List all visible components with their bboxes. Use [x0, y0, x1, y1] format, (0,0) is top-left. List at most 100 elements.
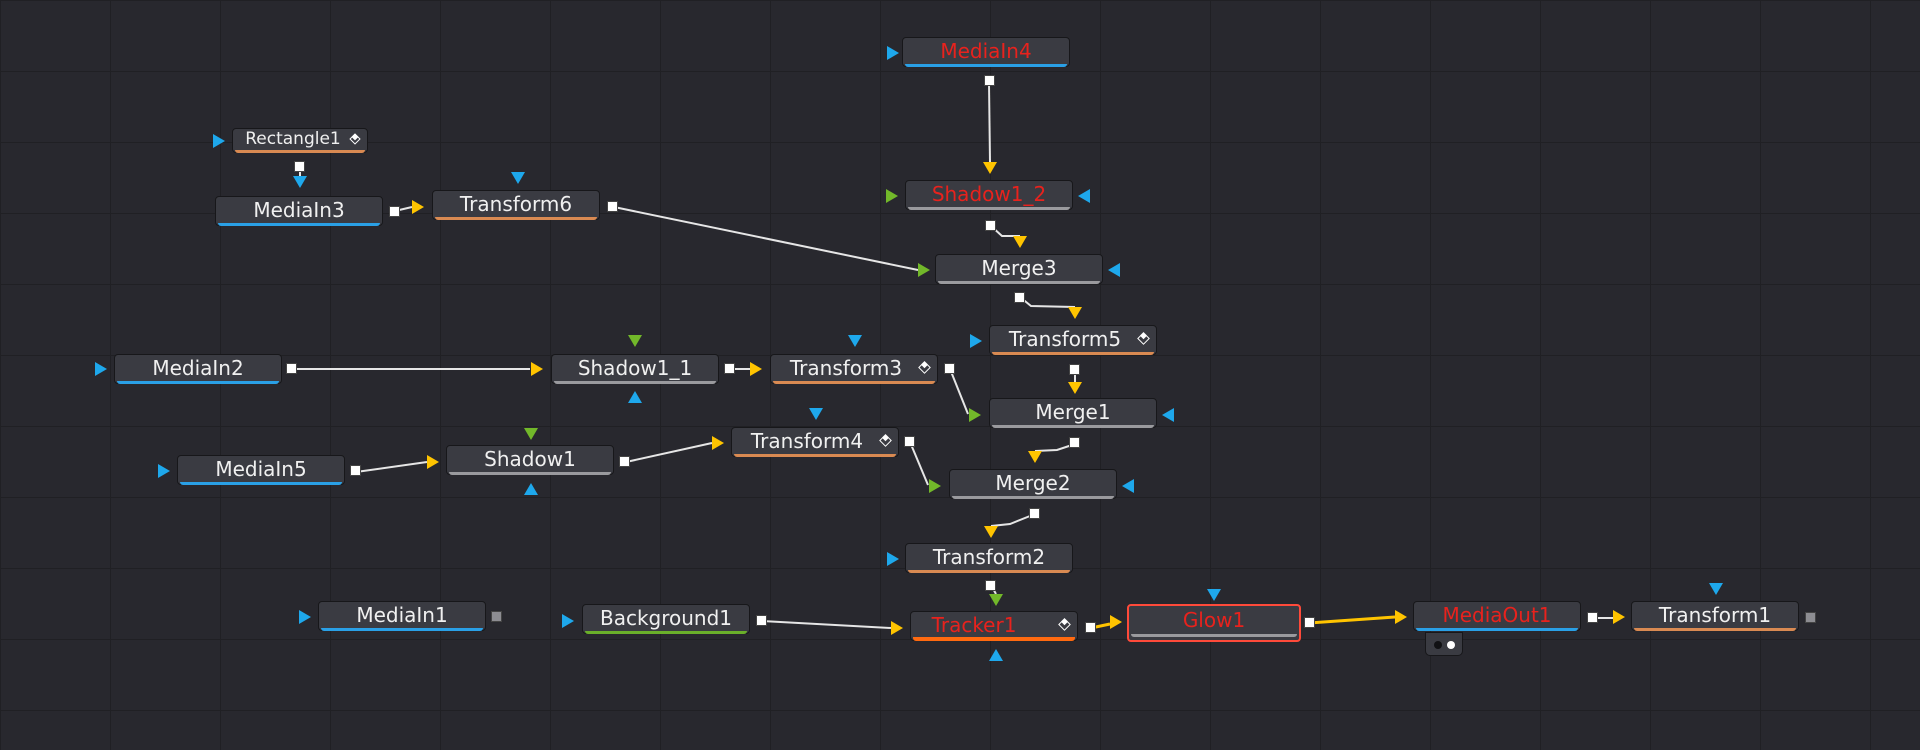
input-port-triangle[interactable]: [158, 464, 170, 478]
node-merge2[interactable]: Merge2: [949, 469, 1117, 499]
output-port[interactable]: [944, 363, 955, 374]
input-port-triangle[interactable]: [969, 408, 981, 422]
output-port[interactable]: [1069, 437, 1080, 448]
output-port[interactable]: [1587, 612, 1598, 623]
input-port-triangle[interactable]: [531, 362, 543, 376]
input-port-triangle[interactable]: [929, 479, 941, 493]
keyframe-icon[interactable]: [349, 133, 361, 145]
input-port-triangle[interactable]: [1395, 610, 1407, 624]
node-medialn3[interactable]: MediaIn3: [215, 196, 383, 226]
node-transform3[interactable]: Transform3: [770, 354, 938, 384]
output-port[interactable]: [607, 201, 618, 212]
node-medialn2[interactable]: MediaIn2: [114, 354, 282, 384]
output-port[interactable]: [756, 615, 767, 626]
viewer-dot-left-icon[interactable]: [1434, 641, 1442, 649]
output-port[interactable]: [724, 363, 735, 374]
node-rectangle1[interactable]: Rectangle1: [232, 128, 368, 153]
output-port[interactable]: [491, 611, 502, 622]
input-port-triangle[interactable]: [1078, 189, 1090, 203]
node-shadow1[interactable]: Shadow1: [446, 445, 614, 475]
node-shadow1_2[interactable]: Shadow1_2: [905, 180, 1073, 210]
node-medialn4[interactable]: MediaIn4: [902, 37, 1070, 67]
input-port-triangle[interactable]: [299, 610, 311, 624]
input-port-triangle[interactable]: [412, 200, 424, 214]
input-port-triangle[interactable]: [1110, 615, 1122, 629]
input-port-triangle[interactable]: [1068, 307, 1082, 319]
node-transform6[interactable]: Transform6: [432, 190, 600, 220]
input-port-triangle[interactable]: [1068, 382, 1082, 394]
output-port[interactable]: [389, 206, 400, 217]
input-port-triangle[interactable]: [989, 594, 1003, 606]
input-port-triangle[interactable]: [887, 46, 899, 60]
node-merge3[interactable]: Merge3: [935, 254, 1103, 284]
input-port-triangle[interactable]: [983, 162, 997, 174]
input-port-triangle[interactable]: [712, 436, 724, 450]
viewer-indicator[interactable]: [1425, 632, 1463, 656]
output-port[interactable]: [619, 456, 630, 467]
node-merge1[interactable]: Merge1: [989, 398, 1157, 428]
output-port[interactable]: [985, 220, 996, 231]
output-port[interactable]: [904, 436, 915, 447]
input-port-triangle[interactable]: [886, 189, 898, 203]
input-port-triangle[interactable]: [95, 362, 107, 376]
input-port-triangle[interactable]: [427, 455, 439, 469]
input-port-triangle[interactable]: [562, 614, 574, 628]
input-port-triangle[interactable]: [1613, 610, 1625, 624]
node-background1[interactable]: Background1: [582, 604, 750, 634]
input-port-triangle[interactable]: [848, 335, 862, 347]
output-port[interactable]: [286, 363, 297, 374]
output-port[interactable]: [294, 161, 305, 172]
input-port-triangle[interactable]: [1207, 589, 1221, 601]
output-port[interactable]: [984, 75, 995, 86]
node-transform5[interactable]: Transform5: [989, 325, 1157, 355]
node-color-bar: [773, 381, 935, 384]
output-port[interactable]: [1014, 292, 1025, 303]
node-label: Shadow1: [484, 447, 576, 471]
node-mediaout1[interactable]: MediaOut1: [1413, 601, 1581, 631]
output-port[interactable]: [1085, 622, 1096, 633]
wire-shadow1-transform4: [625, 442, 713, 463]
input-port-triangle[interactable]: [628, 335, 642, 347]
output-port[interactable]: [1805, 612, 1816, 623]
input-port-triangle[interactable]: [524, 428, 538, 440]
node-tracker1[interactable]: Tracker1: [910, 611, 1078, 641]
input-port-triangle[interactable]: [989, 649, 1003, 661]
output-port[interactable]: [1069, 364, 1080, 375]
output-port[interactable]: [350, 465, 361, 476]
input-port-triangle[interactable]: [293, 176, 307, 188]
output-port[interactable]: [985, 580, 996, 591]
node-medialn1[interactable]: MediaIn1: [318, 601, 486, 631]
node-label: MediaIn5: [215, 457, 307, 481]
input-port-triangle[interactable]: [970, 334, 982, 348]
node-shadow1_1[interactable]: Shadow1_1: [551, 354, 719, 384]
input-port-triangle[interactable]: [511, 172, 525, 184]
input-port-triangle[interactable]: [984, 526, 998, 538]
input-port-triangle[interactable]: [628, 391, 642, 403]
output-port[interactable]: [1029, 508, 1040, 519]
input-port-triangle[interactable]: [891, 621, 903, 635]
input-port-triangle[interactable]: [1122, 479, 1134, 493]
keyframe-icon[interactable]: [879, 434, 892, 447]
input-port-triangle[interactable]: [1162, 408, 1174, 422]
input-port-triangle[interactable]: [1709, 583, 1723, 595]
node-medialn5[interactable]: MediaIn5: [177, 455, 345, 485]
node-transform4[interactable]: Transform4: [731, 427, 899, 457]
output-port[interactable]: [1304, 617, 1315, 628]
viewer-dot-right-icon[interactable]: [1447, 641, 1455, 649]
input-port-triangle[interactable]: [524, 483, 538, 495]
input-port-triangle[interactable]: [1108, 263, 1120, 277]
input-port-triangle[interactable]: [1013, 236, 1027, 248]
input-port-triangle[interactable]: [918, 263, 930, 277]
input-port-triangle[interactable]: [750, 362, 762, 376]
node-transform1[interactable]: Transform1: [1631, 601, 1799, 631]
input-port-triangle[interactable]: [887, 552, 899, 566]
keyframe-icon[interactable]: [1058, 618, 1071, 631]
keyframe-icon[interactable]: [918, 361, 931, 374]
input-port-triangle[interactable]: [1028, 451, 1042, 463]
node-transform2[interactable]: Transform2: [905, 543, 1073, 573]
input-port-triangle[interactable]: [809, 408, 823, 420]
input-port-triangle[interactable]: [213, 134, 225, 148]
keyframe-icon[interactable]: [1137, 332, 1150, 345]
node-glow1[interactable]: Glow1: [1127, 604, 1301, 642]
